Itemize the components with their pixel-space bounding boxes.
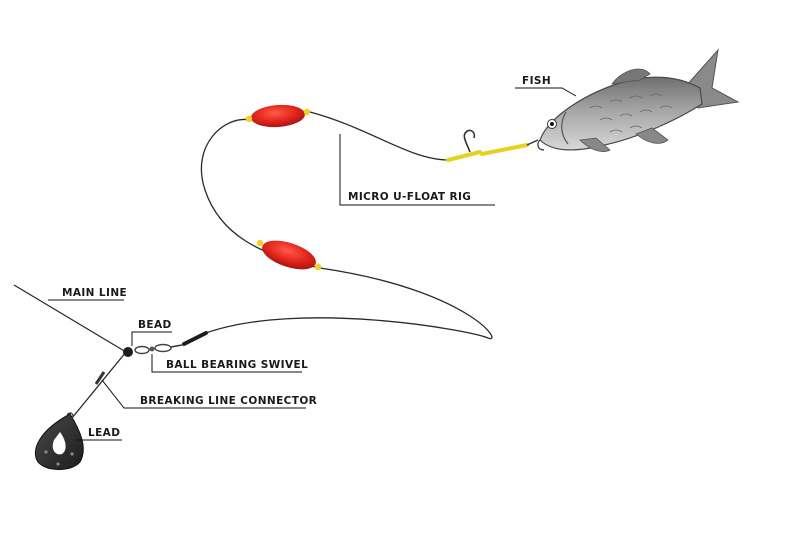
main-line-label: MAIN LINE: [62, 287, 127, 299]
breaking-line-connector: [71, 351, 127, 419]
bead: [123, 347, 133, 357]
hooklength-sleeve: [182, 331, 208, 346]
ball-bearing-swivel-label: BALL BEARING SWIVEL: [166, 359, 308, 371]
fish-illustration: [537, 48, 740, 152]
lead-label: LEAD: [88, 427, 120, 439]
main-line: [13, 284, 127, 353]
breaking-line-connector-leader: [101, 379, 306, 409]
hook: [446, 129, 539, 162]
breaking-line-connector-label: BREAKING LINE CONNECTOR: [140, 395, 317, 407]
bead-leader: [131, 331, 172, 346]
fish-leader: [515, 87, 577, 97]
micro-u-float-rig-leader: [339, 134, 495, 206]
lower-float: [256, 239, 322, 271]
upper-float: [245, 104, 311, 128]
lead-weight: [34, 412, 84, 470]
bead-label: BEAD: [138, 319, 172, 331]
micro-u-float-rig-label: MICRO U-FLOAT RIG: [348, 191, 471, 203]
ball-bearing-swivel-leader: [151, 354, 302, 373]
hooklength-line: [200, 111, 493, 340]
ball-bearing-swivel: [134, 343, 183, 355]
fish-label: FISH: [522, 75, 551, 87]
connector-knot: [94, 371, 106, 385]
